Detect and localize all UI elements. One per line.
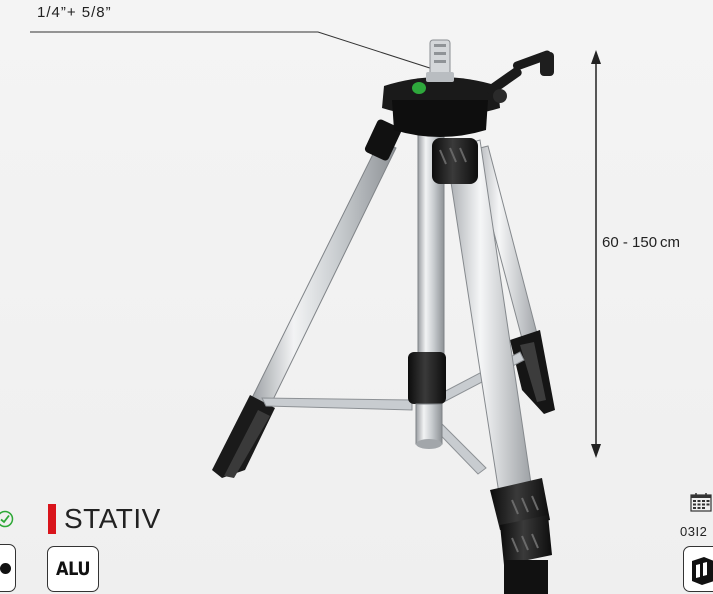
- badge-dot: [0, 563, 11, 574]
- title-accent-bar: [48, 504, 56, 534]
- date-code: 03I2: [680, 524, 708, 539]
- tripod-head: [382, 39, 554, 184]
- thread-size-label: 1/4”+ 5/8”: [37, 4, 112, 21]
- box-badge-icon: [683, 546, 713, 592]
- material-badge-text: ALU: [55, 558, 91, 580]
- product-title-text: STATIV: [64, 503, 161, 534]
- material-badge: ALU: [47, 546, 99, 592]
- box-icon: [692, 557, 713, 585]
- front-leg: [445, 139, 552, 594]
- height-dimension-arrow: [591, 50, 601, 458]
- partial-badge-icon: [0, 544, 16, 592]
- left-leg: [212, 119, 402, 478]
- rear-leg: [471, 145, 555, 414]
- check-circle-icon: [0, 510, 14, 528]
- product-title: STATIV: [48, 502, 161, 536]
- thread-leader-line: [30, 31, 437, 71]
- height-range-label: 60 - 150 cm: [602, 234, 681, 251]
- center-column: [408, 129, 446, 449]
- calendar-icon: [690, 493, 712, 512]
